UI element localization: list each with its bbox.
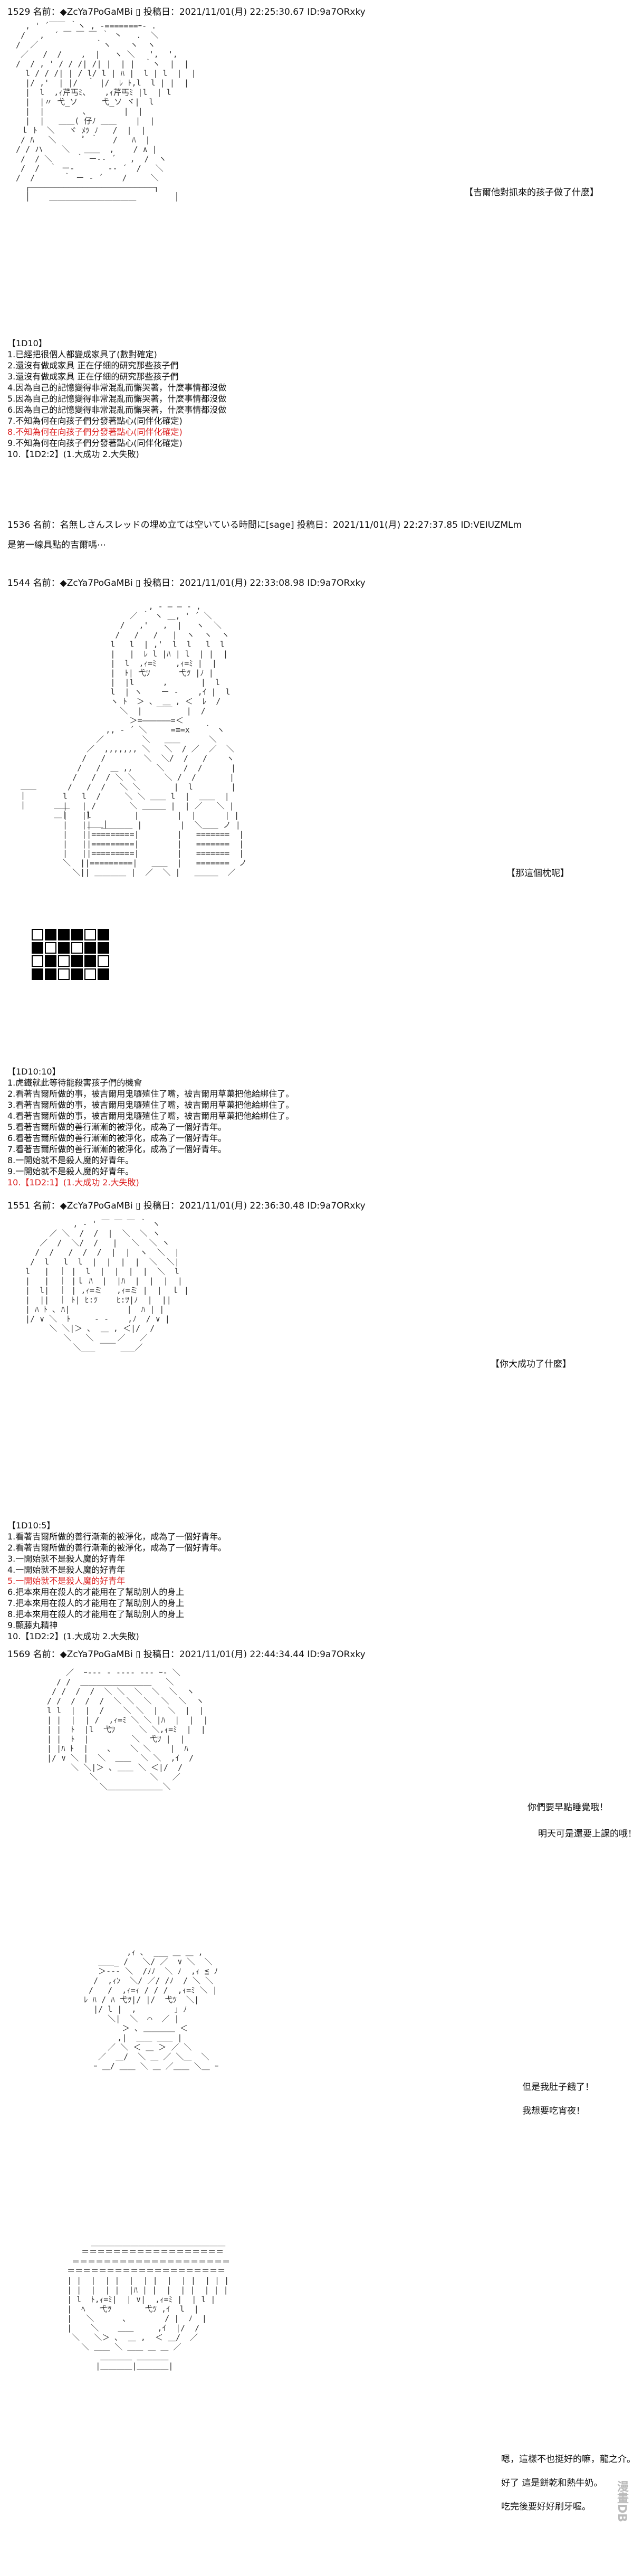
- choice-10-highlighted: 10.【1D2:1】(1.大成功 2.大失敗): [7, 1177, 139, 1187]
- choice-6: 6.把本來用在殺人的才能用在了幫助別人的身上: [7, 1587, 185, 1597]
- choice-3: 3.一開始就不是殺人魔的好青年: [7, 1554, 126, 1564]
- caption-post4: 【你大成功了什麼】: [491, 1359, 571, 1370]
- speech-3c: 吃完後要好好刷牙喔。: [501, 2502, 591, 2512]
- choice-10: 10.【1D2:2】(1.大成功 2.大失敗): [7, 449, 139, 459]
- choice-7: 7.把本來用在殺人的才能用在了幫助別人的身上: [7, 1598, 185, 1608]
- choice-1: 1.看著吉爾所做的善行漸漸的被淨化，成為了一個好青年。: [7, 1532, 227, 1542]
- post-header-1529: 1529 名前：◆ZcYa7PoGaMBi ▯ 投稿日：2021/11/01(月…: [7, 7, 366, 17]
- choice-9: 9.不知為何在向孩子們分發著點心(同伴化確定): [7, 438, 183, 448]
- choice-6: 6.看著吉爾所做的善行漸漸的被淨化，成為了一個好青年。: [7, 1133, 227, 1143]
- ascii-art-gilles-snack: ＿＿＿＿＿＿＿＿＿＿＿＿＿＿＿＿＿ ＝＝＝＝＝＝＝＝＝＝＝＝＝＝＝＝＝＝ ＝＝＝…: [67, 2238, 231, 2371]
- post-body-1536: 是第一線具點的吉爾嗎⋯: [7, 540, 106, 550]
- post-header-1551: 1551 名前：◆ZcYa7PoGaMBi ▯ 投稿日：2021/11/01(月…: [7, 1201, 366, 1211]
- choice-7: 7.看著吉爾所做的善行漸漸的被淨化，成為了一個好青年。: [7, 1144, 227, 1154]
- choice-2: 2.看著吉爾所做的善行漸漸的被淨化，成為了一個好青年。: [7, 1543, 227, 1553]
- speech-1a: 你們要早點睡覺哦！: [528, 1802, 608, 1813]
- choice-9: 9.一開始就不是殺人魔的好青年。: [7, 1166, 134, 1176]
- choices-title: 【1D10:10】: [7, 1067, 61, 1077]
- choice-1: 1.虎鐵就此等待能殺害孩子們的機會: [7, 1078, 142, 1088]
- ascii-art-ryunosuke-hungry: ,ｨ ､ ___ ＿ ＿ , ＿＿_ / ＼/ ／ ∨ ＼ ＼ ＞--- ＼ /…: [84, 1947, 219, 2071]
- choice-4: 4.看著吉爾所做的事，被吉爾用鬼囉殖住了嘴，被吉爾用草菓把他給綁住了。: [7, 1111, 294, 1121]
- choice-8: 8.一開始就不是殺人魔的好青年。: [7, 1155, 134, 1165]
- choices-post4: 【1D10:5】 1.看著吉爾所做的善行漸漸的被淨化，成為了一個好青年。 2.看…: [7, 1520, 226, 1642]
- choice-5: 5.看著吉爾所做的善行漸漸的被淨化，成為了一個好青年。: [7, 1122, 227, 1132]
- choice-2: 2.看著吉爾所做的事，被吉爾用鬼囉殖住了嘴，被吉爾用草菓把他給綁住了。: [7, 1089, 294, 1099]
- choice-5-highlighted: 5.一開始就不是殺人魔的好青年: [7, 1576, 126, 1586]
- ascii-art-gilles-night: ／ ｰ-‐- ‐ ---- ‐-‐ ｰ- ＼ / / ＿＿＿＿＿＿＿＿＿ ＼ /…: [47, 1668, 208, 1791]
- speech-2a: 但是我肚子餓了！: [522, 2082, 594, 2093]
- speech-3a: 嗯，這樣不也挺好的嘛，龍之介。: [501, 2454, 633, 2465]
- post-header-1544: 1544 名前：◆ZcYa7PoGaMBi ▯ 投稿日：2021/11/01(月…: [7, 578, 366, 588]
- choice-6: 6.因為自己的記憶變得非常混亂而懈哭著，什麼事情都沒做: [7, 405, 227, 415]
- choice-4: 4.因為自己的記憶變得非常混亂而懈哭著，什麼事情都沒做: [7, 383, 227, 393]
- choice-5: 5.因為自己的記憶變得非常混亂而懈哭著，什麼事情都沒做: [7, 394, 227, 404]
- choices-title: 【1D10】: [7, 338, 47, 348]
- choice-3: 3.看著吉爾所做的事，被吉爾用鬼囉殖住了嘴，被吉爾用草菓把他給綁住了。: [7, 1100, 294, 1110]
- speech-2b: 我想要吃宵夜！: [522, 2106, 585, 2116]
- choice-2: 2.還沒有做成家具 正在仔細的研究那些孩子們: [7, 360, 179, 370]
- choice-1: 1.已經把很個人都變成家具了(數對確定): [7, 349, 157, 359]
- ascii-art-gilles: , ' ´￣￣ ｀ヽ , -=======ｰ- . / , ´ ￣ ￣ ￣ ｀ …: [16, 21, 196, 202]
- post-header-1569: 1569 名前：◆ZcYa7PoGaMBi ▯ 投稿日：2021/11/01(月…: [7, 1649, 366, 1660]
- choice-9: 9.顯藤丸精神: [7, 1620, 58, 1630]
- pixel-mosaic: [32, 929, 109, 980]
- ascii-art-ryunosuke-smile: , ‐ ' ￣ ￣ ￣ ｀ ヽ ／ ＼ / / | ＼ ＼ ヽ ／ / ＼/ /…: [25, 1219, 189, 1352]
- choice-4: 4.一開始就不是殺人魔的好青年: [7, 1565, 126, 1575]
- choices-title: 【1D10:5】: [7, 1520, 55, 1531]
- choice-8: 8.把本來用在殺人的才能用在了幫助別人的身上: [7, 1609, 185, 1619]
- choice-10: 10.【1D2:2】(1.大成功 2.大失敗): [7, 1631, 139, 1641]
- caption-post1: 【吉爾他對抓來的孩子做了什麼】: [464, 187, 599, 198]
- ascii-art-fragments: ＿＿ | | ＿＿ ＿| | ＿＿|: [21, 781, 108, 829]
- post-header-1536: 1536 名前：名無しさんスレッドの埋め立ては空いている時間に[sage] 投稿…: [7, 520, 522, 530]
- speech-1b: 明天可是還要上課的哦！: [538, 1829, 633, 1839]
- choice-7: 7.不知為何在向孩子們分發著點心(同伴化確定): [7, 416, 183, 426]
- choices-post3: 【1D10:10】 1.虎鐵就此等待能殺害孩子們的機會 2.看著吉爾所做的事，被…: [7, 1066, 294, 1188]
- ascii-art-ryunosuke: , - ― ― - , ／ ｀ ヽ ＿, ' ´ ＼ / ,' , | ヽ ＼ …: [63, 602, 247, 877]
- watermark: 漫畫DB: [615, 2480, 628, 2523]
- choice-3: 3.還沒有做成家具 正在仔細的研究那些孩子們: [7, 372, 179, 382]
- speech-3b: 好了 這是餅乾和熱牛奶。: [501, 2478, 603, 2488]
- choices-post1: 【1D10】 1.已經把很個人都變成家具了(數對確定) 2.還沒有做成家具 正在…: [7, 338, 226, 460]
- caption-post3: 【那這個枕呢】: [506, 868, 569, 879]
- choice-8-highlighted: 8.不知為何在向孩子們分發著點心(同伴化確定): [7, 427, 183, 437]
